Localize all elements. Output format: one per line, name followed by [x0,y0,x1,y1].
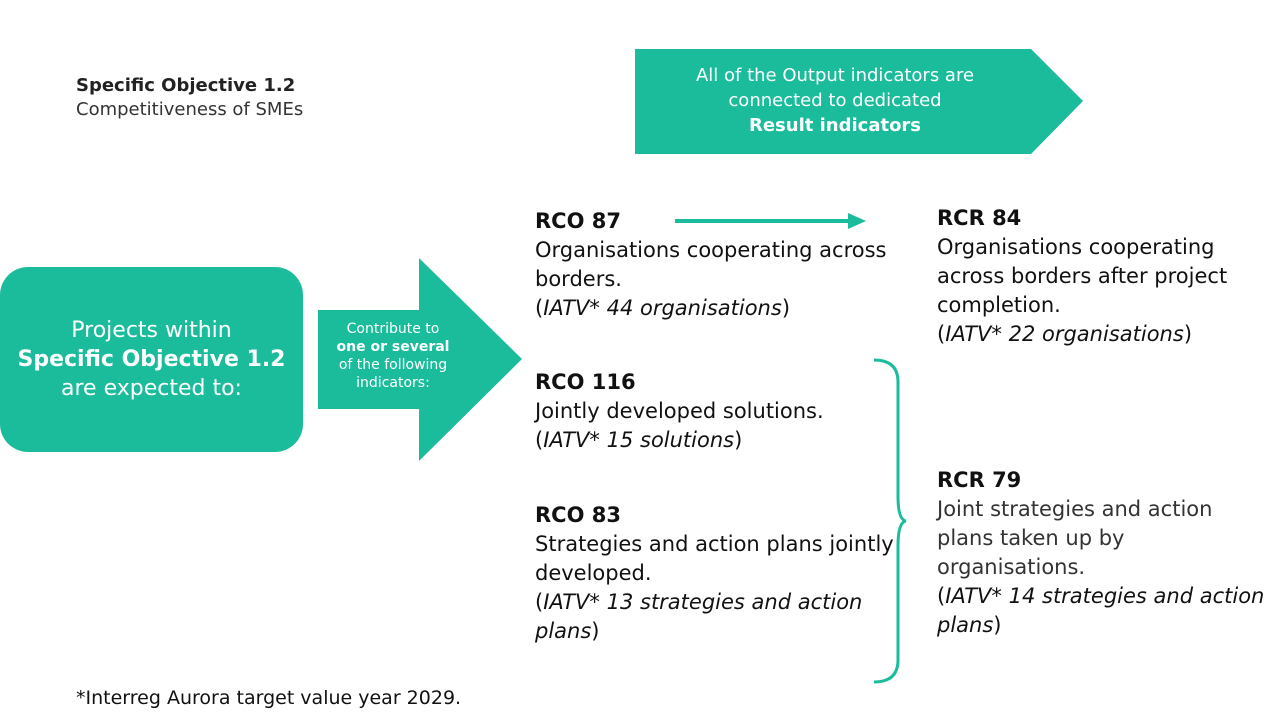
indicator-note: (IATV* 15 solutions) [535,428,743,452]
indicator-code: RCO 87 [535,209,621,233]
arrow-line-3: of the following [338,357,448,373]
arrow-bold: one or several [336,339,450,355]
banner-line-2: connected to dedicated [728,90,942,111]
projects-bold: Specific Objective 1.2 [17,347,286,372]
banner-line-1: All of the Output indicators are [695,65,975,86]
indicator-rco83: RCO 83 Strategies and action plans joint… [535,501,905,646]
indicator-code: RCR 79 [937,468,1022,492]
arrow-line-1: Contribute to [346,321,440,337]
contribute-arrow: Contribute to one or several of the foll… [318,258,522,461]
objective-title: Specific Objective 1.2 [76,75,296,96]
indicator-description: Organisations cooperating across borders… [937,235,1228,317]
indicator-code: RCR 84 [937,206,1022,230]
indicator-code: RCO 116 [535,370,636,394]
result-indicators-banner: All of the Output indicators are connect… [635,49,1085,154]
connector-arrow [675,213,866,229]
curly-brace [873,358,907,684]
contribute-arrow-shape [318,258,522,461]
projects-line-1: Projects within [71,318,232,343]
indicator-note: (IATV* 22 organisations) [937,322,1193,346]
arrow-line-4: indicators: [356,375,430,391]
objective-subtitle: Competitiveness of SMEs [76,99,304,120]
indicator-description: Organisations cooperating across borders… [535,238,887,291]
indicator-rco116: RCO 116 Jointly developed solutions. (IA… [535,368,905,455]
projects-box: Projects within Specific Objective 1.2 a… [0,267,303,452]
indicator-note: (IATV* 13 strategies and action plans) [535,590,863,643]
indicator-rcr84: RCR 84 Organisations cooperating across … [937,204,1257,349]
banner-bold: Result indicators [748,115,922,136]
indicator-description: Joint strategies and action plans taken … [937,497,1213,579]
indicator-note: (IATV* 14 strategies and action plans) [937,584,1265,637]
banner-arrow-shape [635,49,1083,154]
indicator-rcr79: RCR 79 Joint strategies and action plans… [937,466,1267,640]
projects-line-3: are expected to: [61,376,242,401]
indicator-note: (IATV* 44 organisations) [535,296,791,320]
indicator-code: RCO 83 [535,503,621,527]
footnote: *Interreg Aurora target value year 2029. [76,687,462,709]
indicator-description: Jointly developed solutions. [535,399,824,423]
objective-heading: Specific Objective 1.2 Competitiveness o… [76,74,303,122]
indicator-rco87: RCO 87 Organisations cooperating across … [535,207,905,323]
indicator-description: Strategies and action plans jointly deve… [535,532,894,585]
